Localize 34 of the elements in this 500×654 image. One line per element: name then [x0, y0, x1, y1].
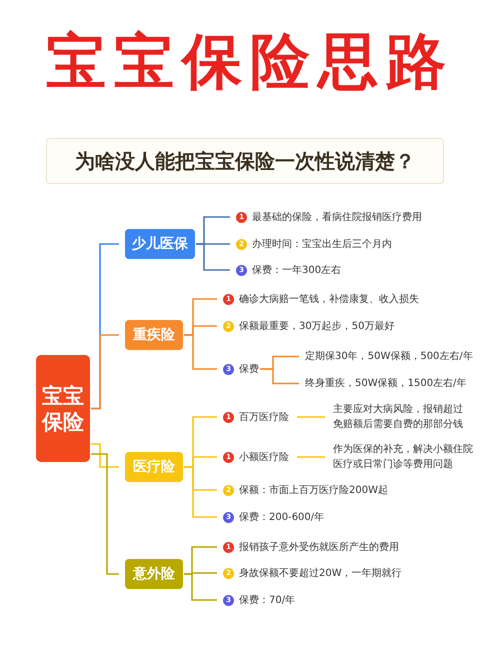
note-text: 主要应对大病风险，报销超过免赔额后需要自费的那部分钱	[333, 402, 469, 432]
category-box: 少儿医保	[125, 229, 195, 259]
bullet-text: 保费：70/年	[239, 592, 296, 608]
category-box: 重疾险	[125, 320, 183, 350]
bullet-text: 百万医疗险	[239, 409, 289, 425]
bullet-text: 保额：市面上百万医疗险200W起	[239, 482, 388, 498]
connector-line	[184, 466, 217, 518]
bullet-text: 办理时间：宝宝出生后三个月内	[252, 236, 392, 252]
connector-line	[91, 334, 119, 410]
connector-line	[91, 443, 119, 468]
bullet-text: 身故保额不要超过20W，一年期就行	[239, 565, 402, 581]
root-box: 宝宝保险	[36, 355, 90, 462]
bullet-text: 保费	[239, 361, 259, 377]
connector-line	[184, 334, 217, 370]
connector-line	[91, 453, 119, 575]
category-box: 医疗险	[125, 452, 183, 482]
bullet-text: 报销孩子意外受伤就医所产生的费用	[239, 539, 399, 555]
category-box: 意外险	[125, 559, 183, 589]
bullet-text: 保费：200-600/年	[239, 509, 324, 525]
bullet-text: 保额最重要，30万起步，50万最好	[239, 318, 394, 334]
bullet-text: 保费：一年300左右	[252, 262, 342, 278]
note-text: 定期保30年，50W保额，500左右/年	[305, 348, 500, 364]
connector-line	[196, 243, 230, 271]
connector-line	[297, 456, 325, 458]
bullet-text: 确诊大病赔一笔钱，补偿康复、收入损失	[239, 291, 419, 307]
bullet-text: 小额医疗险	[239, 449, 289, 465]
title-text: 宝宝保险思路	[45, 26, 455, 99]
note-text: 终身重疾，50W保额，1500左右/年	[305, 376, 500, 390]
question-banner: 为啥没人能把宝宝保险一次性说清楚？	[46, 138, 444, 184]
connector-line	[260, 368, 299, 384]
note-text: 作为医保的补充，解决小额住院医疗或日常门诊等费用问题	[333, 442, 479, 472]
bullet-text: 最基础的保险，看病住院报销医疗费用	[252, 209, 422, 225]
connector-line	[297, 416, 325, 418]
connector-line	[184, 573, 217, 601]
